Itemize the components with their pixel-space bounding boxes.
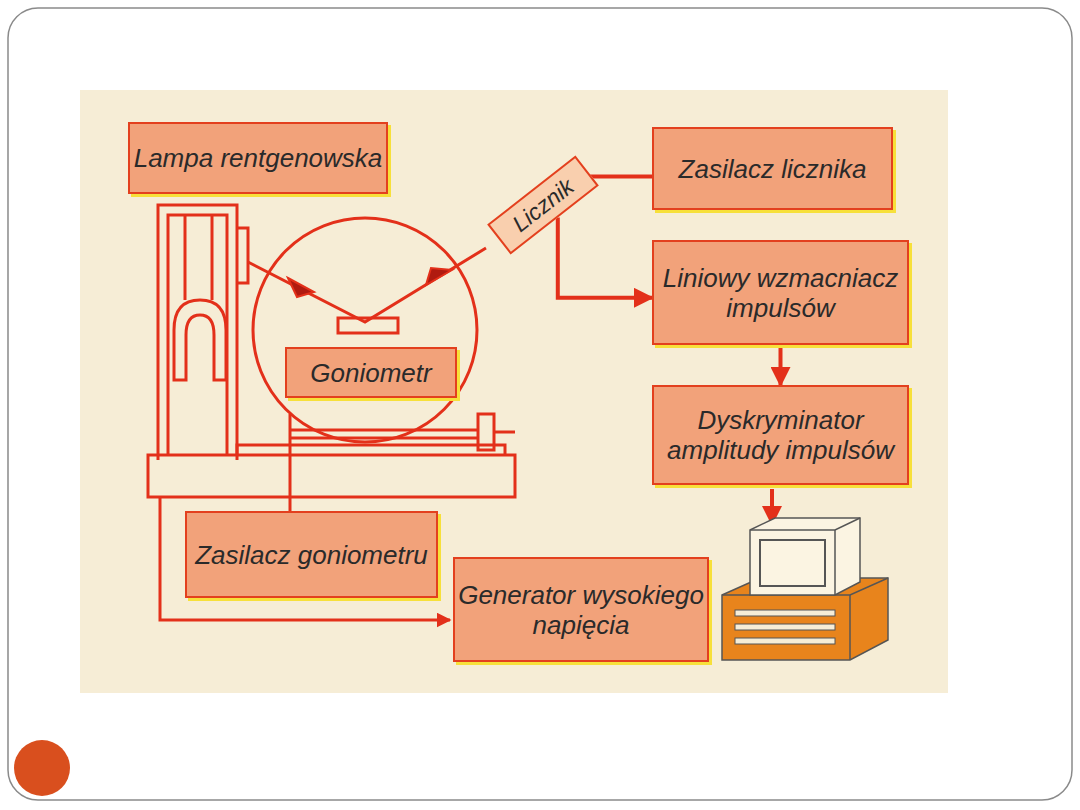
goniometer-supply-box: Zasilacz goniometru — [185, 511, 438, 598]
box-label: Lampa rentgenowska — [134, 143, 383, 173]
ray-arrow — [288, 278, 314, 297]
amplifier-box: Liniowy wzmacniacz impulsów — [652, 240, 909, 345]
box-label: Dyskryminator amplitudy impulsów — [654, 405, 907, 465]
signal-wire — [779, 345, 783, 385]
slide-bullet — [14, 740, 70, 796]
signal-wire — [558, 218, 652, 298]
box-label: Generator wysokiego napięcia — [455, 580, 707, 640]
diffractometer — [148, 205, 515, 497]
box-label: Zasilacz licznika — [679, 154, 867, 184]
box-label: Liniowy wzmacniacz impulsów — [654, 263, 907, 323]
hv-wire — [160, 497, 450, 620]
hv-generator-box: Generator wysokiego napięcia — [453, 557, 709, 662]
box-label: Zasilacz goniometru — [195, 540, 428, 570]
slide-frame — [8, 8, 1072, 800]
lamp-box: Lampa rentgenowska — [128, 122, 388, 194]
counter-supply-box: Zasilacz licznika — [652, 127, 893, 210]
ray-arrow — [426, 268, 452, 285]
picture-ground — [80, 90, 948, 693]
computer-icon — [722, 518, 888, 660]
discriminator-box: Dyskryminator amplitudy impulsów — [652, 385, 909, 485]
goniometer-wire — [289, 414, 292, 511]
box-label: Goniometr — [310, 358, 431, 388]
goniometer-label: Goniometr — [285, 347, 457, 398]
